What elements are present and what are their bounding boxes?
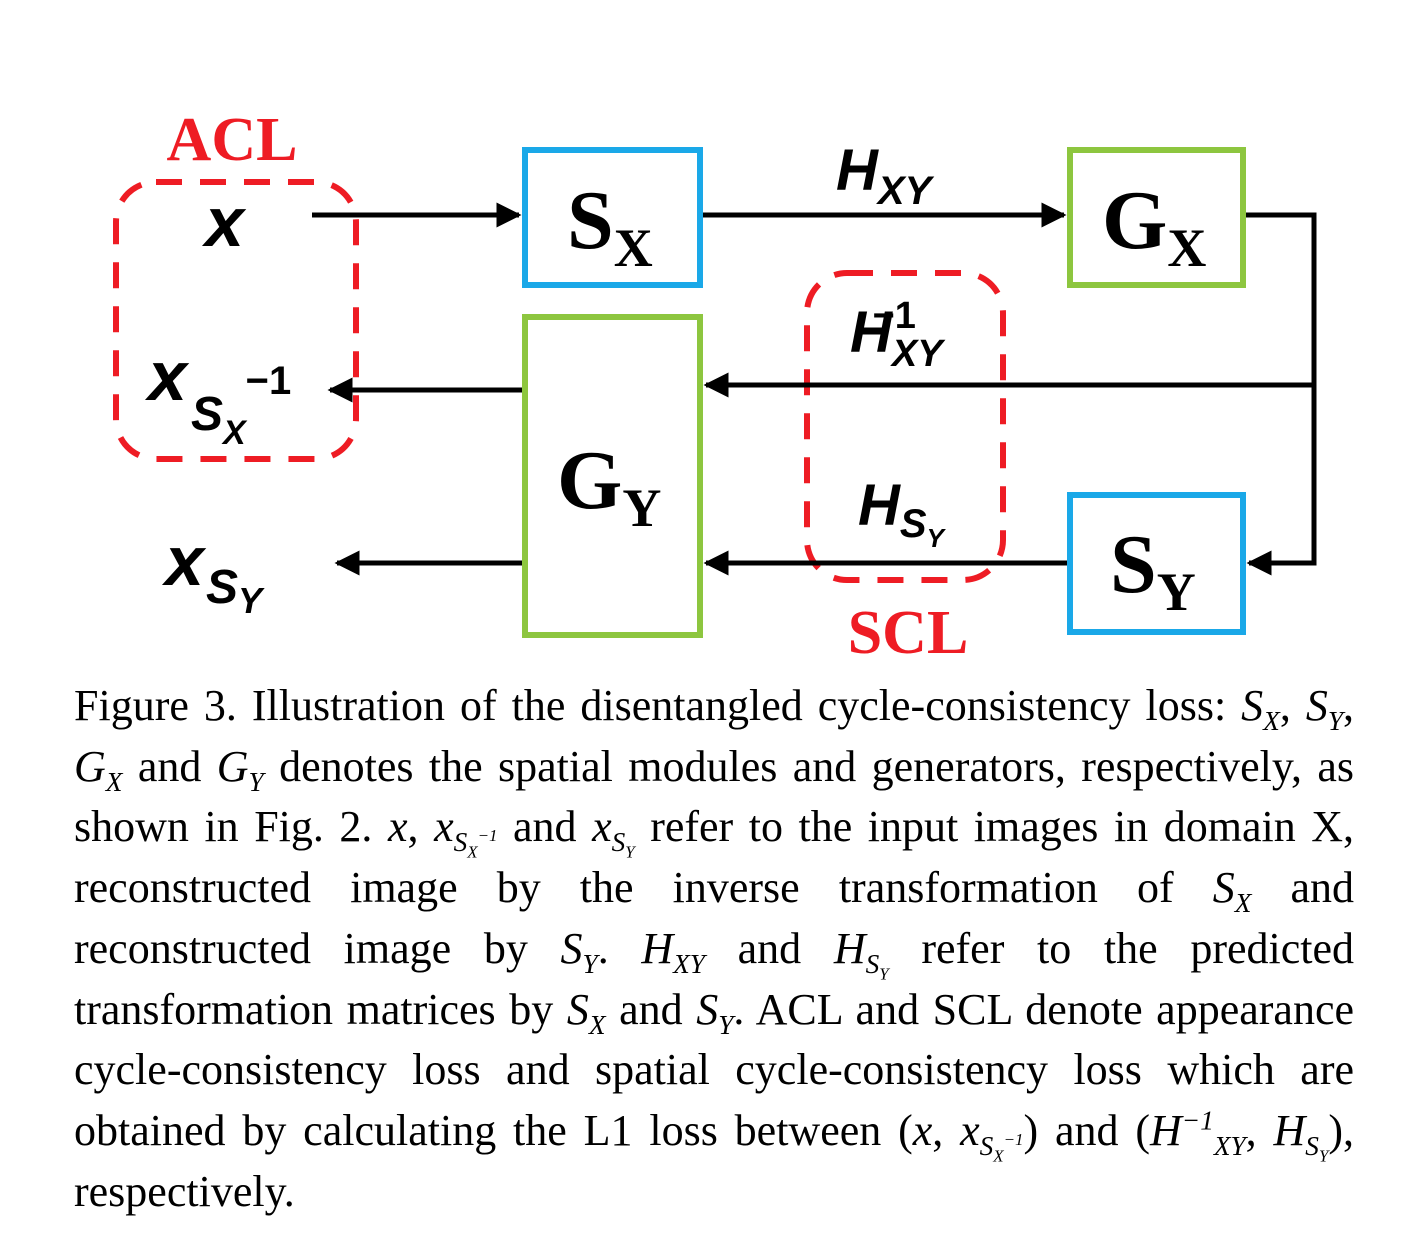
scl-label: SCL [848,599,969,667]
x-inverse-label: xSX−1 [144,337,291,452]
gx-block-label: GX [1102,174,1206,278]
gy-block [522,314,703,638]
hsy-label: HSY [858,473,947,553]
acl-group-box [113,179,359,462]
figure-caption: Figure 3. Illustration of the disentangl… [74,681,1355,1216]
sy-block-label: SY [1110,518,1196,622]
cycle-consistency-diagram: ACL SCL SX GX GY SY x xSX−1 xSY HXY HXY−… [113,106,1317,667]
sy-block [1067,492,1246,635]
arrow-gx-to-sy [1246,212,1317,576]
acl-label: ACL [167,106,298,174]
hxy-label: HXY [836,138,935,213]
sx-block-label: SX [567,174,653,278]
x-sy-label: xSY [161,522,265,621]
gx-block [1067,147,1246,288]
gy-block-label: GY [557,434,661,538]
sx-block [522,147,703,288]
input-x-label: x [201,183,247,261]
hxy-inverse-label: HXY−1 [850,295,946,375]
caption-label: Figure 3. [74,681,237,730]
scl-group-box [804,270,1006,583]
